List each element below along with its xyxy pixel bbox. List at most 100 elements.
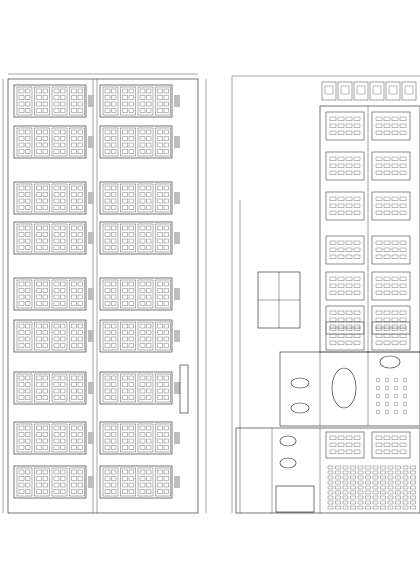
desk bbox=[163, 375, 169, 381]
wing-desk bbox=[391, 123, 399, 128]
wing-desk bbox=[353, 247, 361, 252]
auditorium-seat bbox=[395, 500, 401, 505]
wing-room-outline bbox=[325, 321, 365, 351]
desk bbox=[60, 330, 66, 335]
room-cell bbox=[16, 423, 33, 453]
desk bbox=[18, 238, 25, 244]
wing-desk bbox=[353, 196, 361, 201]
desk bbox=[42, 129, 48, 135]
desk bbox=[128, 108, 134, 113]
desk bbox=[104, 225, 111, 231]
conference-table-2 bbox=[290, 402, 310, 414]
desk bbox=[104, 129, 111, 135]
auditorium-seat bbox=[357, 465, 364, 470]
module-block bbox=[13, 181, 94, 215]
wing-desk bbox=[329, 123, 337, 128]
desk bbox=[122, 489, 128, 494]
auditorium-seat bbox=[380, 475, 386, 480]
desk bbox=[42, 232, 48, 237]
wing-room-outline bbox=[325, 235, 365, 265]
desk bbox=[122, 294, 128, 300]
desk bbox=[18, 101, 25, 107]
wing-desk bbox=[353, 203, 361, 208]
desk bbox=[146, 476, 152, 481]
desk bbox=[60, 425, 66, 431]
desk bbox=[139, 330, 146, 335]
wing-room bbox=[371, 305, 411, 335]
desk bbox=[60, 88, 66, 94]
desk bbox=[157, 205, 163, 210]
module-block-outline bbox=[99, 371, 173, 405]
desk bbox=[53, 388, 60, 394]
desk bbox=[77, 445, 83, 450]
desk bbox=[53, 288, 60, 293]
desk bbox=[139, 323, 146, 329]
wing-desk bbox=[329, 310, 337, 315]
desk bbox=[139, 136, 146, 141]
desk bbox=[139, 432, 146, 437]
desk bbox=[104, 136, 111, 141]
wing-desk bbox=[399, 333, 407, 338]
room-cell bbox=[16, 321, 33, 351]
stair-core bbox=[174, 476, 180, 488]
auditorium-seat bbox=[402, 490, 409, 495]
desk bbox=[146, 288, 152, 293]
wing-room bbox=[371, 111, 411, 141]
desk bbox=[104, 330, 111, 335]
desk bbox=[146, 232, 152, 237]
desk bbox=[146, 336, 152, 342]
auditorium-seat bbox=[395, 490, 401, 495]
wing-desk bbox=[337, 240, 345, 245]
wing-desk bbox=[353, 276, 361, 281]
room-cell bbox=[120, 183, 136, 213]
desk bbox=[60, 281, 66, 287]
desk bbox=[71, 323, 77, 329]
desk bbox=[60, 129, 66, 135]
desk bbox=[71, 245, 77, 250]
desk bbox=[18, 245, 25, 250]
auditorium-seat bbox=[372, 505, 379, 510]
wing-room bbox=[371, 321, 411, 351]
desk bbox=[163, 388, 169, 394]
stair-core bbox=[174, 330, 180, 342]
room-cell bbox=[137, 127, 154, 157]
desk bbox=[157, 336, 163, 342]
auditorium-seat bbox=[380, 500, 386, 505]
desk bbox=[122, 198, 128, 204]
amenity-seat bbox=[393, 409, 399, 415]
desk bbox=[60, 136, 66, 141]
desk bbox=[128, 101, 134, 107]
desk bbox=[122, 476, 128, 481]
wing-desk bbox=[337, 310, 345, 315]
stair-core bbox=[88, 192, 94, 204]
auditorium-seat bbox=[372, 500, 379, 505]
wing-desk bbox=[399, 276, 407, 281]
desk bbox=[53, 323, 60, 329]
amenity-seat bbox=[375, 401, 381, 407]
desk bbox=[53, 108, 60, 113]
desk bbox=[42, 388, 48, 394]
stair-core bbox=[174, 432, 180, 444]
desk bbox=[60, 185, 66, 191]
wing-room-outline bbox=[371, 191, 411, 221]
desk bbox=[111, 330, 117, 335]
desk bbox=[122, 185, 128, 191]
room-cell bbox=[155, 467, 171, 497]
desk bbox=[122, 330, 128, 335]
desk bbox=[146, 198, 152, 204]
module-block-outline bbox=[99, 277, 173, 311]
desk bbox=[128, 382, 134, 387]
auditorium-seat bbox=[380, 495, 386, 500]
wing-room-outline bbox=[371, 305, 411, 335]
auditorium-seat bbox=[410, 490, 416, 495]
room-fixture bbox=[372, 85, 382, 95]
auditorium-seat bbox=[365, 465, 371, 470]
wing-room-outline bbox=[325, 271, 365, 301]
wing-desk bbox=[399, 340, 407, 345]
desk bbox=[111, 192, 117, 197]
room-cell bbox=[102, 467, 119, 497]
desk bbox=[146, 245, 152, 250]
desk bbox=[163, 205, 169, 210]
wing-room-outline bbox=[371, 151, 411, 181]
desk bbox=[71, 88, 77, 94]
